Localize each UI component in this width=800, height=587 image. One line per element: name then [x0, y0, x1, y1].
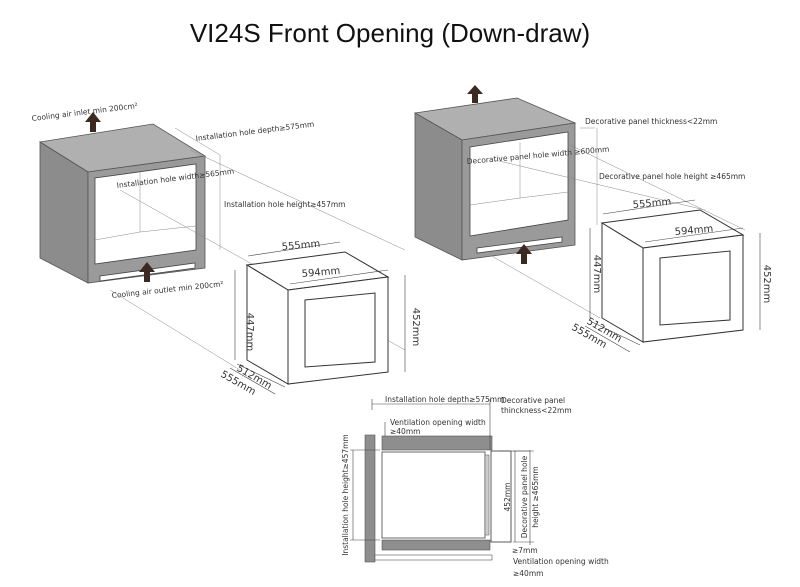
section-panel-hole-label-1: Decorative panel hole: [520, 455, 529, 538]
panel-thickness-label: Decorative panel thickness<22mm: [585, 117, 717, 126]
section-dim-452: 452mm: [503, 483, 512, 512]
right-dim-594: 594mm: [674, 224, 713, 238]
hole-depth-label: Installation hole depth≥575mm: [195, 120, 315, 143]
left-dim-555-top: 555mm: [281, 239, 320, 253]
cooling-outlet-label: Cooling air outlet min 200cm²: [111, 279, 224, 300]
section-vent-bottom-label-1: Ventilation opening width: [513, 557, 609, 566]
left-dim-452: 452mm: [410, 308, 421, 347]
hole-height-label: Installation hole height≥457mm: [224, 200, 345, 209]
left-cabinet: [38, 112, 207, 284]
section-panel-thickness-label-2: thinckness<22mm: [501, 406, 572, 415]
air-inlet-arrow-icon: [467, 85, 483, 103]
left-appliance: [229, 241, 406, 395]
air-inlet-arrow-icon: [85, 112, 101, 132]
left-dim-594: 594mm: [301, 266, 340, 280]
panel-hole-height-label: Decorative panel hole height ≥465mm: [599, 172, 745, 181]
air-outlet-arrow-icon: [139, 262, 155, 282]
section-vent-bottom-label-2: ≥40mm: [513, 569, 543, 578]
diagram-title: VI24S Front Opening (Down-draw): [190, 18, 590, 48]
section-view: [350, 399, 534, 563]
air-outlet-arrow-icon: [516, 244, 532, 264]
section-panel-hole-label-2: height ≥465mm: [531, 466, 540, 528]
right-cabinet: [413, 85, 577, 264]
section-vent-top-label-1: Ventilation opening width: [390, 418, 486, 427]
section-hole-depth-label: Installation hole depth≥575mm: [385, 395, 504, 404]
section-panel-thickness-label-1: Decorative panel: [501, 396, 565, 405]
section-hole-height-label: Installation hole height≥457mm: [341, 434, 350, 555]
left-dim-447: 447mm: [244, 313, 255, 352]
section-gap-label: ≥7mm: [512, 546, 538, 555]
right-dim-447: 447mm: [591, 255, 602, 294]
section-vent-top-label-2: ≥40mm: [390, 427, 420, 436]
cooling-inlet-label: Cooling air inlet min 200cm²: [31, 101, 138, 123]
right-dim-555-top: 555mm: [632, 197, 671, 211]
right-dim-452: 452mm: [761, 265, 772, 304]
right-appliance: [584, 199, 761, 353]
